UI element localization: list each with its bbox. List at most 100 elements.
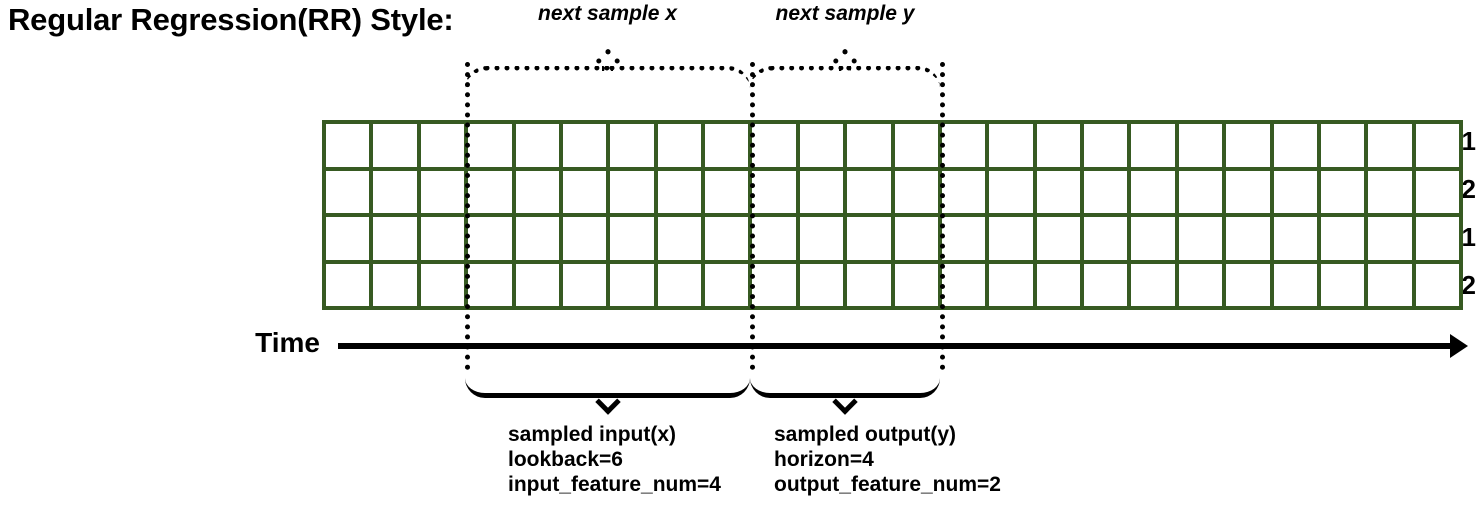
grid-cell (1273, 217, 1317, 260)
grid-cell (989, 124, 1033, 167)
grid-cell (894, 217, 938, 260)
grid-cell (1131, 170, 1175, 213)
grid-cell (1415, 263, 1459, 306)
grid-cell (752, 124, 796, 167)
grid-cell (941, 263, 986, 306)
note-input-line-2: lookback=6 (508, 448, 623, 471)
time-axis-label: Time (255, 327, 320, 358)
grid-cell (373, 170, 417, 213)
grid-cell (562, 217, 607, 260)
timeseries-grid (322, 120, 1463, 310)
grid-cell (894, 263, 938, 306)
grid-cell (1084, 217, 1128, 260)
grid-cell (326, 263, 370, 306)
grid-cell (1036, 124, 1080, 167)
grid-cell (1273, 263, 1317, 306)
grid-cell (1036, 170, 1080, 213)
grid-cell (1368, 170, 1412, 213)
note-output-line-1: sampled output(y) (774, 423, 956, 446)
grid-cell (799, 124, 844, 167)
grid-cell (705, 170, 749, 213)
grid-cell (1320, 217, 1365, 260)
guide-line-input-end (750, 62, 755, 370)
grid-cell (989, 263, 1033, 306)
grid-cell (752, 263, 796, 306)
grid-cell (705, 124, 749, 167)
grid-cell (894, 124, 938, 167)
grid-cell (989, 170, 1033, 213)
brace-segment-right (601, 362, 750, 398)
grid-cell (373, 217, 417, 260)
brace-next-sample-y (750, 48, 940, 110)
grid-cell (657, 124, 701, 167)
note-output-line-3: output_feature_num=2 (774, 473, 1001, 496)
grid-cell (373, 124, 417, 167)
grid-cell (989, 217, 1033, 260)
grid-cell (799, 170, 844, 213)
note-output-line-2: horizon=4 (774, 448, 874, 471)
note-input-line-1: sampled input(x) (508, 423, 677, 446)
grid-cell (941, 170, 986, 213)
grid-cell (1178, 217, 1223, 260)
grid-cell (468, 217, 512, 260)
grid-cell (1131, 217, 1175, 260)
brace-segment-left (465, 362, 614, 398)
grid-cell (1131, 263, 1175, 306)
grid-cell (799, 263, 844, 306)
grid-cell (1273, 124, 1317, 167)
grid-cell (1415, 170, 1459, 213)
grid-cell (941, 217, 986, 260)
grid-cell (515, 124, 559, 167)
grid-cell (1226, 263, 1270, 306)
grid-cell (1415, 217, 1459, 260)
grid-cell (941, 124, 986, 167)
grid-cell (1226, 124, 1270, 167)
grid-cell (847, 217, 891, 260)
grid-cell (1273, 170, 1317, 213)
grid-cell (420, 217, 465, 260)
grid-cell (610, 124, 654, 167)
grid-cell (1036, 263, 1080, 306)
grid-cell (610, 170, 654, 213)
guide-line-output-end (940, 62, 945, 370)
grid-cell (657, 263, 701, 306)
grid-cell (468, 124, 512, 167)
grid-cell (515, 263, 559, 306)
grid-cell (373, 263, 417, 306)
grid-cell (1178, 263, 1223, 306)
grid-cell (1320, 170, 1365, 213)
brace-sampled-input (465, 362, 750, 415)
grid-cell (657, 170, 701, 213)
grid-cell (515, 217, 559, 260)
grid-cell (468, 170, 512, 213)
grid-cell (1131, 124, 1175, 167)
grid-cell (420, 263, 465, 306)
brace-segment-right (839, 66, 940, 110)
grid-cell (657, 217, 701, 260)
grid-cell (420, 170, 465, 213)
grid-cell (1368, 124, 1412, 167)
grid-cell (1226, 170, 1270, 213)
grid-cell (1415, 124, 1459, 167)
grid-cell (610, 217, 654, 260)
grid-cell (326, 124, 370, 167)
grid-cell (1178, 124, 1223, 167)
grid-cell (847, 263, 891, 306)
grid-cell (515, 170, 559, 213)
grid-cell (705, 263, 749, 306)
note-sampled-output: sampled output(y) horizon=4 output_featu… (774, 422, 1001, 497)
note-sampled-input: sampled input(x) lookback=6 input_featur… (508, 422, 721, 497)
grid-cell (562, 124, 607, 167)
grid-cell (1178, 170, 1223, 213)
grid-cell (894, 170, 938, 213)
label-next-sample-x: next sample x (538, 2, 677, 25)
brace-segment-left (750, 66, 851, 110)
grid-cell (847, 170, 891, 213)
grid-cell (1084, 170, 1128, 213)
grid-cell (799, 217, 844, 260)
grid-cell (1084, 124, 1128, 167)
grid-cell (1368, 263, 1412, 306)
grid-cell (705, 217, 749, 260)
grid-cell (468, 263, 512, 306)
